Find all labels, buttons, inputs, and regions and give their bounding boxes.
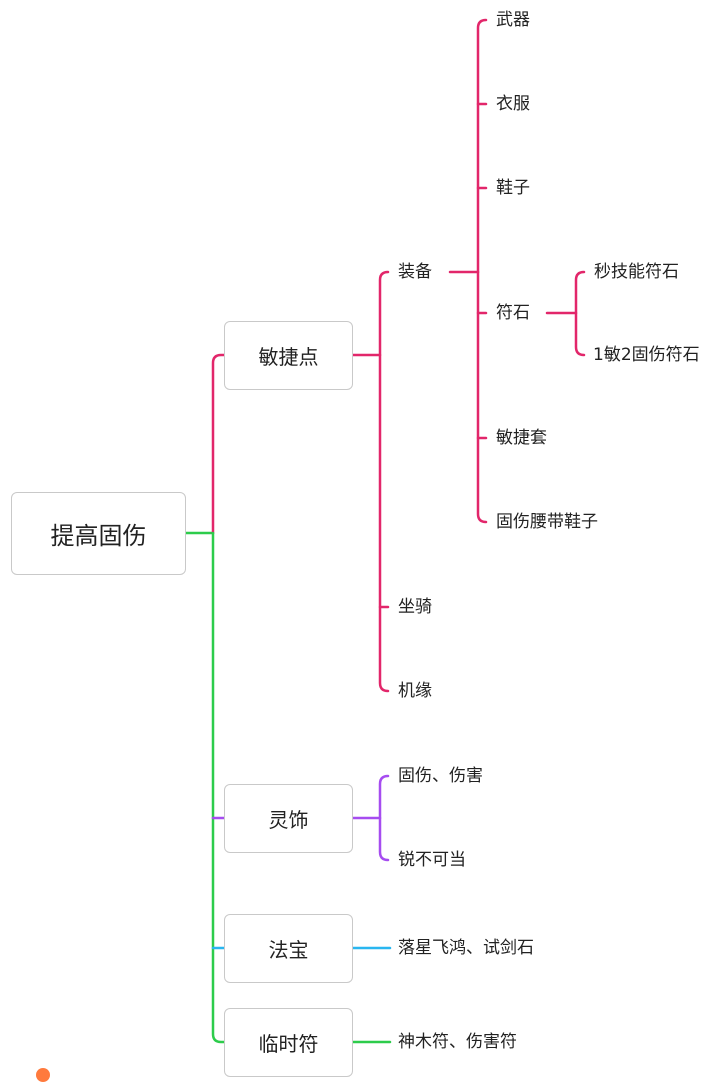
talisman-label: 临时符 — [258, 1032, 319, 1056]
ornament-damage-node[interactable]: 固伤、伤害 — [398, 766, 483, 786]
agility-link-line — [211, 353, 226, 535]
weapon-node[interactable]: 武器 — [496, 10, 530, 30]
clothes-node[interactable]: 衣服 — [496, 94, 530, 114]
equipment-bracket-line — [476, 18, 488, 524]
talisman-item-node[interactable]: 神木符、伤害符 — [398, 1032, 517, 1052]
skill-rune-node[interactable]: 秒技能符石 — [594, 262, 679, 282]
root-label: 提高固伤 — [50, 522, 147, 550]
agility-set-node[interactable]: 敏捷套 — [496, 428, 547, 448]
artifact-node[interactable]: 法宝 — [224, 914, 353, 983]
trunk-green-line — [211, 531, 226, 1044]
agility-label: 敏捷点 — [258, 345, 319, 369]
agility-rune-node[interactable]: 1敏2固伤符石 — [593, 345, 700, 365]
agility-node[interactable]: 敏捷点 — [224, 321, 353, 390]
mount-node[interactable]: 坐骑 — [398, 597, 432, 617]
runes-bracket-line — [574, 270, 586, 357]
runes-node[interactable]: 符石 — [496, 303, 530, 323]
shoes-node[interactable]: 鞋子 — [496, 178, 530, 198]
equipment-node[interactable]: 装备 — [398, 262, 432, 282]
floating-dot-icon[interactable] — [36, 1068, 50, 1082]
agility-bracket-line — [378, 270, 390, 693]
ornament-node[interactable]: 灵饰 — [224, 784, 353, 853]
belt-shoes-node[interactable]: 固伤腰带鞋子 — [496, 512, 598, 532]
ornament-label: 灵饰 — [268, 808, 309, 832]
talisman-node[interactable]: 临时符 — [224, 1008, 353, 1077]
artifact-label: 法宝 — [268, 938, 309, 962]
root-node[interactable]: 提高固伤 — [11, 492, 186, 575]
fortune-node[interactable]: 机缘 — [398, 681, 432, 701]
artifact-item-node[interactable]: 落星飞鸿、试剑石 — [398, 938, 534, 958]
unstoppable-node[interactable]: 锐不可当 — [398, 850, 466, 870]
ornament-bracket-line — [378, 774, 390, 862]
